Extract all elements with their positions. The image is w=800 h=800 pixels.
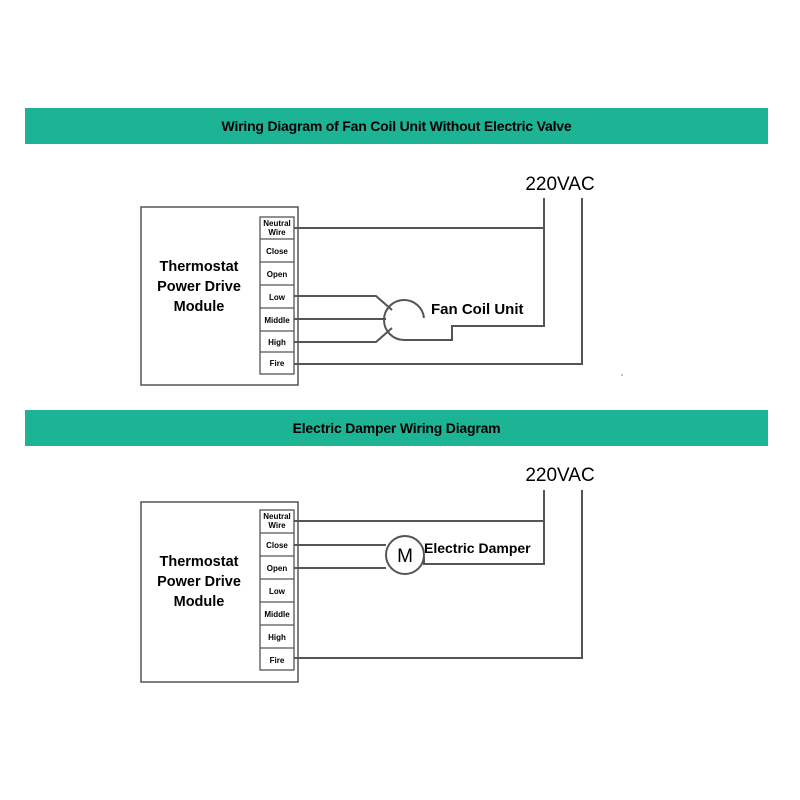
section-2-terminal-fire: Fire [270,656,285,665]
section-2-supply-label: 220VAC [525,465,594,486]
section-2-module-label-3: Module [174,594,225,610]
section-1-fan-coil-symbol [383,198,545,341]
section-2-module-label-2: Power Drive [157,574,241,590]
section-1-terminal-open: Open [267,270,288,279]
section-1-terminal-high: High [268,338,286,347]
section-1-terminal-neutral-1: Neutral [263,219,291,228]
section-1-terminal-low: Low [269,293,286,302]
section-1-high-wire [294,327,393,343]
section-1-low-wire [294,295,393,311]
section-2-terminal-low: Low [269,587,286,596]
section-2-fire-wire [294,490,583,659]
section-2-neutral-wire [294,490,545,522]
section-1-fan-coil-arc [403,298,425,319]
section-2-motor-label: M [397,546,413,567]
section-1-fire-wire [294,198,583,365]
section-2-terminal-open: Open [267,564,288,573]
section-1-module-label-2: Power Drive [157,279,241,295]
section-2-terminal-neutral-2: Wire [268,521,286,530]
section-2-title: Electric Damper Wiring Diagram [292,420,501,436]
section-2-motor-symbol [385,535,425,575]
section-1-terminal-neutral-2: Wire [268,228,286,237]
section-2-terminal-close: Close [266,541,288,550]
section-2-terminal-strip [259,509,295,671]
section-1-terminal-middle: Middle [264,316,290,325]
section-1-dot [621,374,623,376]
section-1-device-label: Fan Coil Unit [431,301,524,318]
section-1-neutral-wire [294,198,545,229]
section-1-terminal-close: Close [266,247,288,256]
section-1-terminal-fire: Fire [270,359,285,368]
section-1-module-label-1: Thermostat [160,259,239,275]
section-2-diagram: Thermostat Power Drive Module Neutral Wi… [140,465,595,683]
section-1-title: Wiring Diagram of Fan Coil Unit Without … [221,118,572,134]
section-2-module-label-1: Thermostat [160,554,239,570]
section-1-supply-label: 220VAC [525,174,594,195]
section-2-terminal-high: High [268,633,286,642]
section-1-module-label-3: Module [174,299,225,315]
section-1-title-banner: Wiring Diagram of Fan Coil Unit Without … [25,108,768,144]
section-1-terminal-strip [259,216,295,375]
section-2-module-box [140,501,299,683]
section-2-device-label: Electric Damper [424,540,531,556]
section-1-diagram: Thermostat Power Drive Module Neutral Wi… [140,174,623,386]
section-2-title-banner: Electric Damper Wiring Diagram [25,410,768,446]
section-2-terminal-neutral-1: Neutral [263,512,291,521]
section-2-terminal-middle: Middle [264,610,290,619]
